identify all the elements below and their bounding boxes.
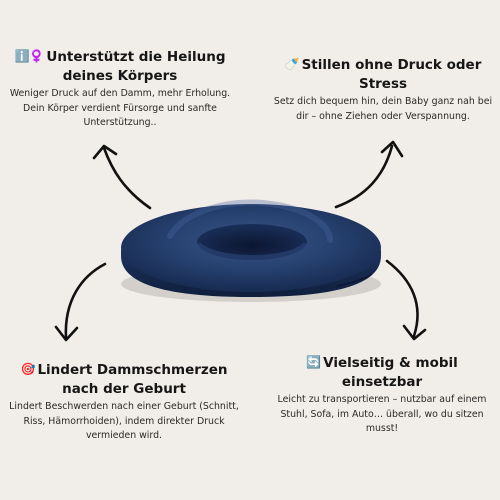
arrow-to-pain-relief-icon <box>54 262 107 342</box>
feature-pain-relief-title: Lindert Dammschmerzen nach der Geburt <box>37 362 228 397</box>
feature-pain-relief: 🎯Lindert Dammschmerzen nach der Geburt L… <box>2 360 246 444</box>
feature-nursing: 🍼Stillen ohne Druck oder Stress Setz dic… <box>272 55 494 124</box>
feature-healing: ℹ️♀️Unterstützt die Heilung deines Körpe… <box>8 47 232 131</box>
health-emoji-icon: ℹ️♀️ <box>14 49 45 63</box>
feature-versatile-title: Vielseitig & mobil einsetzbar <box>323 355 458 390</box>
baby-bottle-icon: 🍼 <box>284 57 300 71</box>
feature-versatile-text: Leicht zu transportieren – nutzbar auf e… <box>277 394 487 434</box>
feature-versatile-title-row: 🔄Vielseitig & mobil einsetzbar <box>268 353 496 392</box>
donut-cushion-image <box>121 199 381 302</box>
feature-nursing-title: Stillen ohne Druck oder Stress <box>301 57 482 92</box>
target-icon: 🎯 <box>20 362 36 376</box>
feature-healing-title-row: ℹ️♀️Unterstützt die Heilung deines Körpe… <box>8 47 232 86</box>
feature-pain-relief-title-row: 🎯Lindert Dammschmerzen nach der Geburt <box>2 360 246 399</box>
feature-pain-relief-text: Lindert Beschwerden nach einer Geburt (S… <box>9 401 239 441</box>
feature-nursing-text: Setz dich bequem hin, dein Baby ganz nah… <box>273 96 493 122</box>
arrow-to-healing-icon <box>92 144 152 210</box>
repeat-arrows-icon: 🔄 <box>306 355 322 369</box>
feature-nursing-title-row: 🍼Stillen ohne Druck oder Stress <box>272 55 494 94</box>
feature-healing-title: Unterstützt die Heilung deines Körpers <box>46 49 226 84</box>
feature-versatile: 🔄Vielseitig & mobil einsetzbar Leicht zu… <box>268 353 496 437</box>
feature-healing-text: Weniger Druck auf den Damm, mehr Erholun… <box>9 88 231 128</box>
arrow-to-nursing-icon <box>334 140 404 209</box>
arrow-to-versatile-icon <box>385 259 427 341</box>
